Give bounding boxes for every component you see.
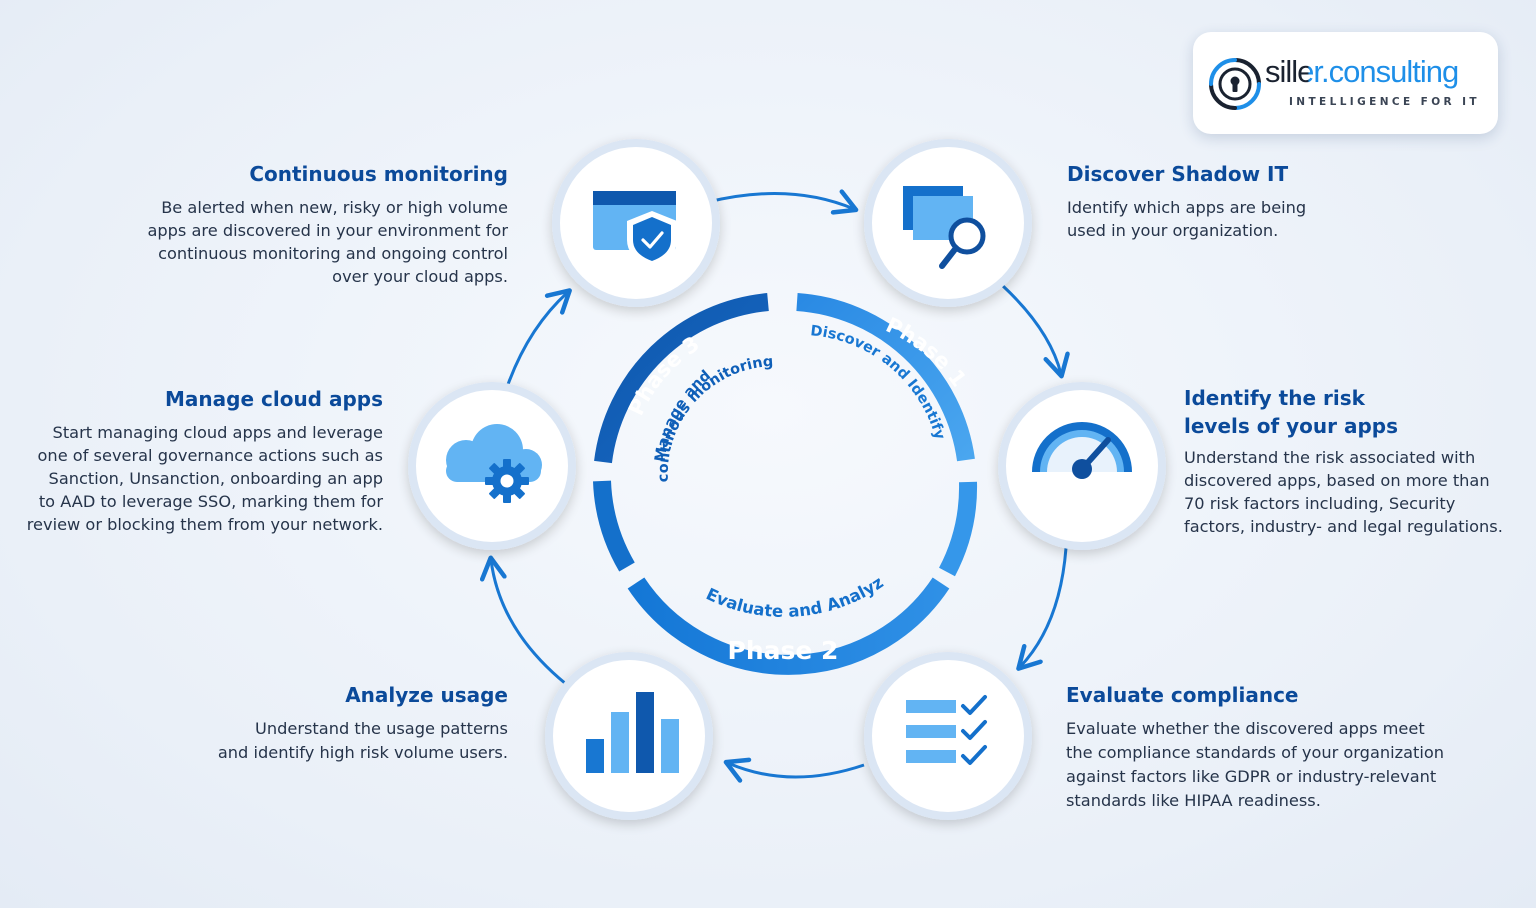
phase-3-arc xyxy=(594,293,769,464)
section-description: Be alerted when new, risky or high volum… xyxy=(147,198,508,286)
cloud-gear-icon xyxy=(446,424,542,503)
section-title: Discover Shadow IT xyxy=(1067,162,1289,186)
section-description: Understand the risk associated with disc… xyxy=(1184,448,1503,536)
logo-name: siller.consulting xyxy=(1265,54,1459,89)
phase-ring-left-segment xyxy=(593,480,635,572)
section-manage-cloud-apps: Manage cloud apps Start managing cloud a… xyxy=(10,385,383,536)
section-title: Manage cloud apps xyxy=(165,387,383,411)
windows-search-icon xyxy=(903,186,986,269)
section-description: Understand the usage patterns and identi… xyxy=(217,719,508,762)
section-title: Continuous monitoring xyxy=(249,162,508,186)
section-description: Start managing cloud apps and leverage o… xyxy=(26,423,383,534)
phase-ring xyxy=(593,293,978,675)
section-continuous-monitoring: Continuous monitoring Be alerted when ne… xyxy=(120,160,508,288)
phase-ring-right-segment xyxy=(938,481,978,577)
browser-shield-icon xyxy=(593,191,677,267)
section-analyze-usage: Analyze usage Understand the usage patte… xyxy=(190,681,508,765)
arrow-manage-to-monitoring xyxy=(503,288,572,394)
arrow-risk-to-compliance xyxy=(1016,547,1068,671)
section-title: Evaluate compliance xyxy=(1066,683,1299,707)
phase-2-arc xyxy=(627,577,950,675)
checklist-icon xyxy=(906,695,987,765)
arrow-compliance-to-usage xyxy=(723,757,865,783)
phase-2-label: Phase 2 xyxy=(728,636,839,665)
arrow-monitoring-to-discover xyxy=(707,189,859,215)
bar-chart-icon xyxy=(586,692,679,773)
section-identify-risk: Identify the risk levels of your apps Un… xyxy=(1184,384,1524,538)
arrow-usage-to-manage xyxy=(479,555,567,686)
section-evaluate-compliance: Evaluate compliance Evaluate whether the… xyxy=(1066,681,1486,813)
phase-1-arc xyxy=(796,293,975,462)
section-title: Identify the risk levels of your apps xyxy=(1184,386,1399,438)
gauge-icon xyxy=(1032,422,1132,479)
section-description: Evaluate whether the discovered apps mee… xyxy=(1066,719,1445,810)
arrow-discover-to-risk xyxy=(1001,284,1070,379)
keyhole-logo-icon xyxy=(1209,58,1261,110)
section-description: Identify which apps are being used in yo… xyxy=(1067,198,1307,240)
logo-card: siller.consulting INTELLIGENCE FOR IT xyxy=(1193,32,1498,134)
logo-tagline: INTELLIGENCE FOR IT xyxy=(1289,96,1480,108)
section-discover-shadow-it: Discover Shadow IT Identify which apps a… xyxy=(1067,160,1387,242)
section-title: Analyze usage xyxy=(345,683,508,707)
